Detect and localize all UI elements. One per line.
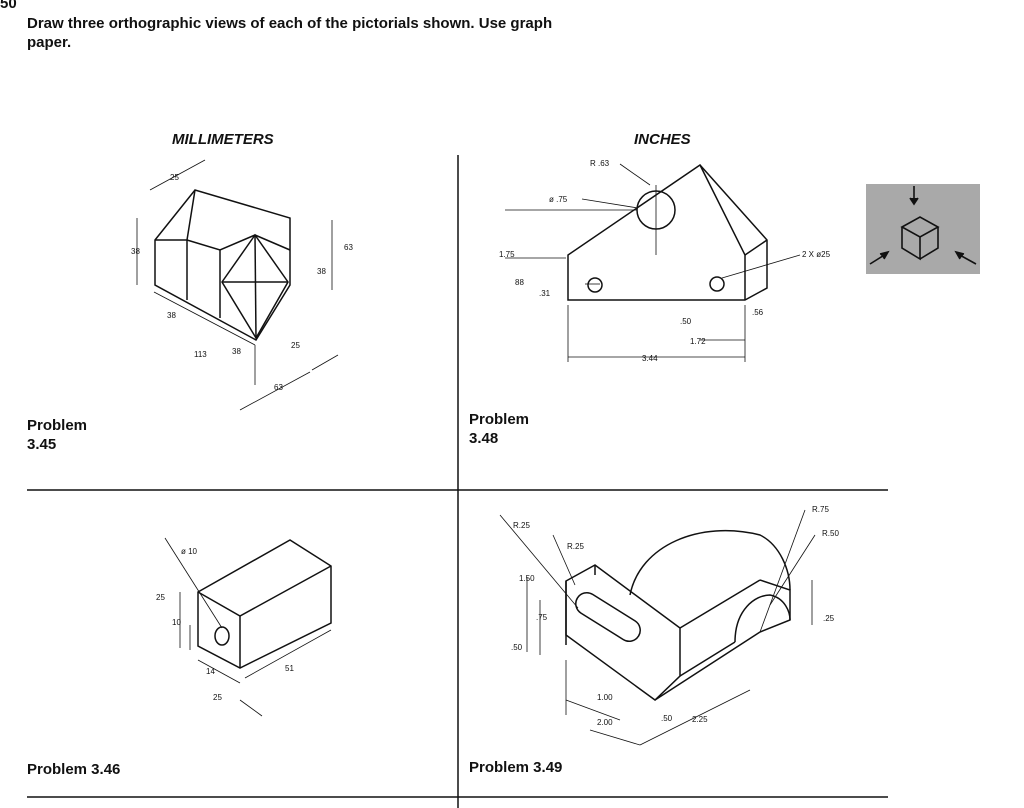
dim-label: 38 bbox=[232, 347, 241, 356]
dim-label: 51 bbox=[285, 664, 294, 673]
dim-label: 1.75 bbox=[499, 250, 515, 259]
dim-label: 38 bbox=[167, 311, 176, 320]
problem-3-45-label: Problem 3.45 bbox=[27, 417, 88, 453]
dim-label: R.50 bbox=[822, 529, 839, 538]
problem-3-48-label: Problem 3.48 bbox=[469, 411, 530, 447]
dim-label: 3.44 bbox=[642, 354, 658, 363]
instructions-text: Draw three orthographic views of each of… bbox=[27, 15, 553, 51]
dim-label: 14 bbox=[206, 667, 215, 676]
dim-label: .50 bbox=[680, 317, 692, 326]
problem-3-49-label: Problem 3.49 bbox=[469, 759, 563, 776]
dim-label: 38 bbox=[317, 267, 326, 276]
problem-3-49-drawing bbox=[499, 509, 816, 746]
units-millimeters: MILLIMETERS bbox=[172, 131, 274, 148]
dim-label: R.25 bbox=[513, 521, 530, 530]
dim-label: R.25 bbox=[567, 542, 584, 551]
units-inches: INCHES bbox=[634, 131, 691, 148]
dim-label: 1.72 bbox=[690, 337, 706, 346]
dim-label: 10 bbox=[172, 618, 181, 627]
dim-label: .56 bbox=[752, 308, 764, 317]
view-direction-panel bbox=[866, 184, 980, 274]
dim-label: R.75 bbox=[812, 505, 829, 514]
dim-label: ø 10 bbox=[181, 547, 198, 556]
dim-label: 1.00 bbox=[597, 693, 613, 702]
dim-label: ø .75 bbox=[549, 195, 568, 204]
problem-3-46-dimensions: ø 10 25 10 14 25 51 bbox=[156, 547, 294, 702]
dim-label: .50 bbox=[661, 714, 673, 723]
problem-3-46-label: Problem 3.46 bbox=[27, 761, 121, 778]
problem-3-45-drawing bbox=[136, 159, 339, 411]
problem-3-45-dimensions: 25 38 38 113 38 63 38 25 63 bbox=[131, 173, 353, 392]
dim-label: .50 bbox=[511, 643, 523, 652]
dim-label: 1.50 bbox=[519, 574, 535, 583]
dim-label: 38 bbox=[131, 247, 140, 256]
dim-label: 63 bbox=[344, 243, 353, 252]
dim-label: 25 bbox=[291, 341, 300, 350]
dim-label: R .63 bbox=[590, 159, 610, 168]
dim-label: 2 X ø25 bbox=[802, 250, 831, 259]
dim-label: 113 bbox=[194, 350, 207, 359]
problem-3-49-dimensions: R.25 R.25 1.50 .75 .50 1.00 2.00 .50 2.2… bbox=[511, 505, 839, 727]
dim-label: 63 bbox=[274, 383, 283, 392]
dim-label: .25 bbox=[823, 614, 835, 623]
problem-3-48-drawing bbox=[505, 163, 801, 362]
dim-label: 25 bbox=[156, 593, 165, 602]
dim-label: 25 bbox=[170, 173, 179, 182]
problem-3-46-drawing bbox=[164, 537, 332, 717]
dim-label: .75 bbox=[536, 613, 548, 622]
dim-label: .31 bbox=[539, 289, 551, 298]
isometric-cube-view-icon bbox=[869, 186, 977, 265]
dim-label: 2.00 bbox=[597, 718, 613, 727]
page-number: 50 bbox=[0, 0, 17, 12]
dim-label: 88 bbox=[515, 278, 524, 287]
dim-label: 25 bbox=[213, 693, 222, 702]
dim-label: 2.25 bbox=[692, 715, 708, 724]
problem-3-48-dimensions: R .63 ø .75 1.75 88 .31 .50 1.72 3.44 .5… bbox=[499, 159, 831, 363]
